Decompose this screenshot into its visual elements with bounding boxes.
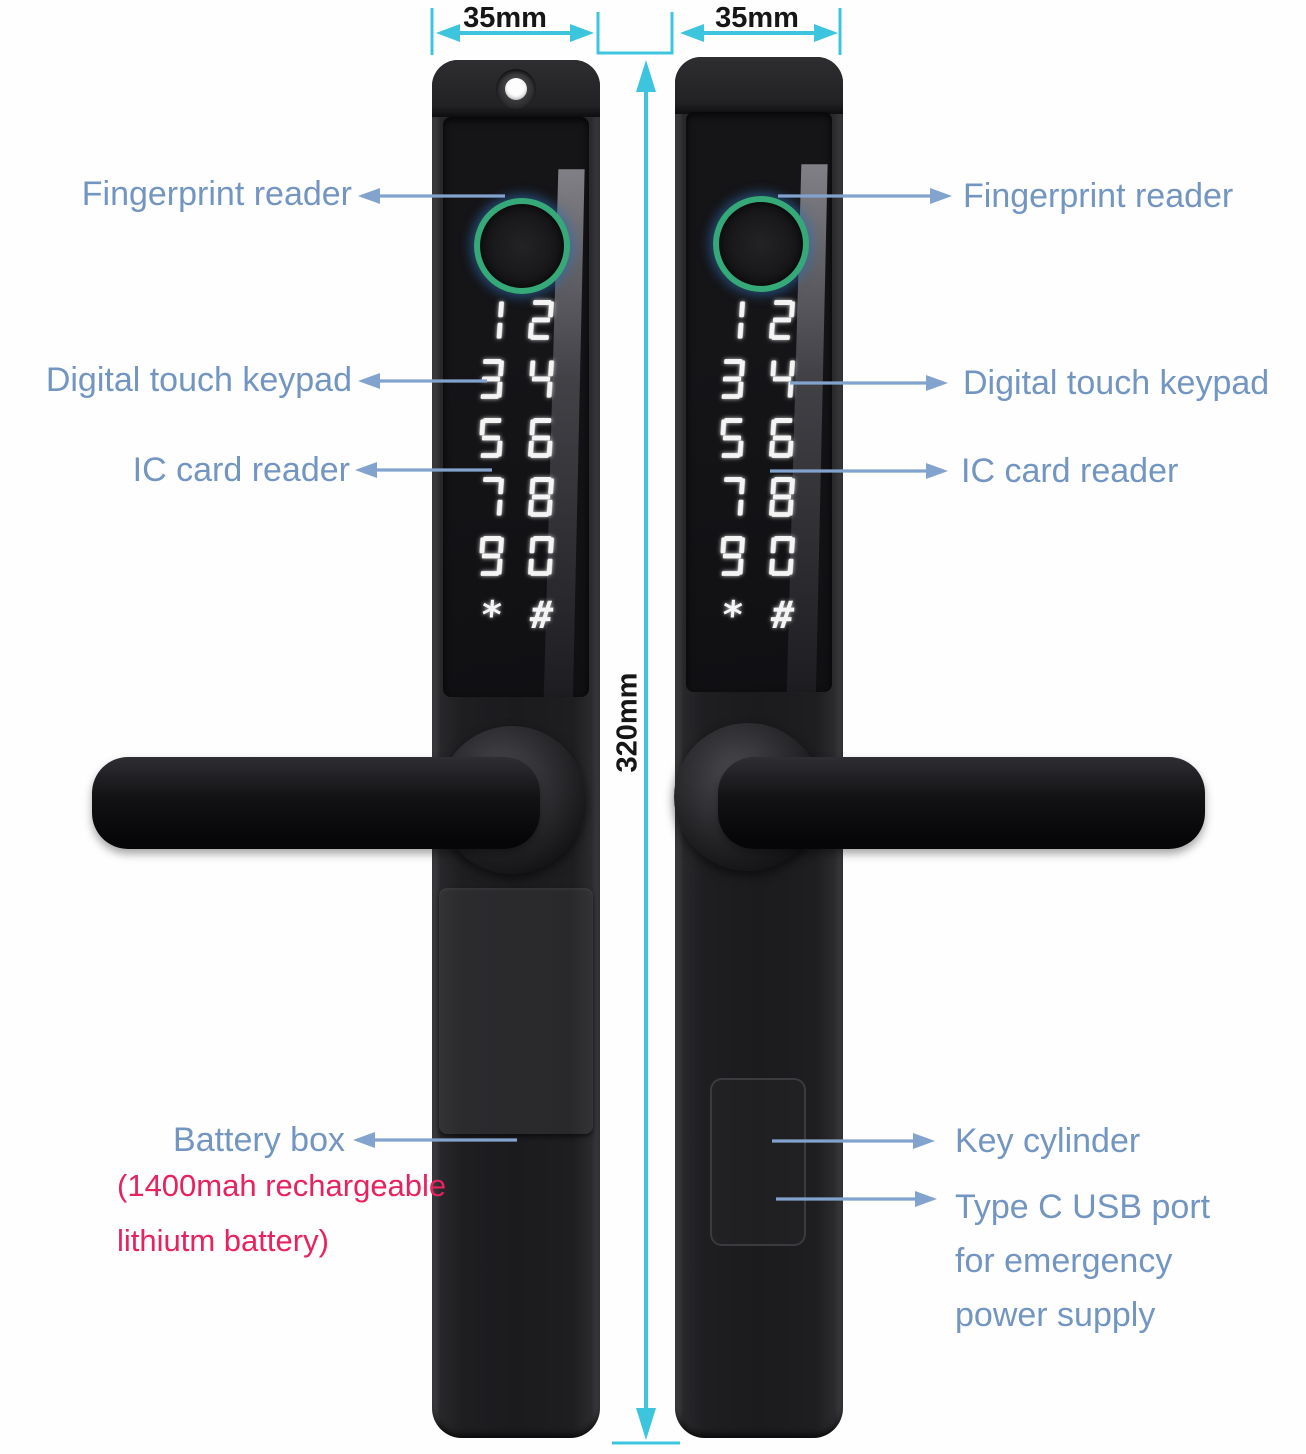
label-digital-touch-keypad-left: Digital touch keypad (45, 361, 352, 399)
keypad-key-2 (768, 300, 796, 340)
keypad-key-1 (737, 301, 746, 339)
right-lock-glass-panel: *# (686, 112, 832, 692)
label-battery-note-line2: lithiutm battery) (117, 1223, 329, 1258)
left-door-handle (92, 757, 540, 849)
fingerprint-sensor-icon (474, 198, 570, 294)
label-key-cylinder: Key cylinder (955, 1122, 1141, 1160)
right-door-handle (718, 757, 1205, 849)
keypad-key-5 (720, 418, 744, 458)
keypad-key-9 (479, 536, 505, 576)
right-keypad: *# (707, 300, 807, 637)
label-battery-note-line1: (1400mah rechargeable (117, 1168, 447, 1203)
mounting-hole-center (505, 78, 527, 100)
label-fingerprint-reader-left: Fingerprint reader (81, 175, 352, 213)
keypad-key-star: * (478, 593, 504, 637)
dimension-label-height: 320mm (611, 672, 644, 773)
key-cylinder-plate (710, 1078, 806, 1246)
keypad-key-1 (496, 301, 505, 339)
keypad-key-hash: # (528, 593, 554, 637)
keypad-key-6 (527, 418, 553, 458)
label-ic-card-reader-right: IC card reader (961, 452, 1179, 490)
keypad-key-3 (721, 359, 746, 399)
keypad-key-7 (724, 477, 746, 516)
label-digital-touch-keypad-right: Digital touch keypad (963, 364, 1270, 402)
keypad-key-0 (527, 536, 555, 576)
label-battery-box: Battery box (173, 1121, 345, 1159)
keypad-key-7 (483, 477, 505, 516)
keypad-key-3 (480, 359, 505, 399)
label-usb-line3: power supply (955, 1296, 1156, 1334)
dimension-label-left-width: 35mm (463, 2, 547, 34)
label-fingerprint-reader-right: Fingerprint reader (963, 177, 1234, 215)
keypad-key-9 (720, 536, 746, 576)
keypad-key-4 (529, 360, 555, 398)
label-ic-card-reader-left: IC card reader (132, 451, 350, 489)
left-lock-panel: *# (432, 60, 600, 1438)
keypad-key-star: * (719, 593, 745, 637)
label-usb-line1: Type C USB port (955, 1188, 1211, 1226)
keypad-key-8 (768, 477, 796, 517)
left-keypad: *# (466, 300, 566, 637)
left-lock-glass-panel: *# (443, 117, 589, 697)
keypad-key-4 (770, 360, 796, 398)
fingerprint-sensor-icon (713, 196, 809, 292)
keypad-key-8 (527, 477, 555, 517)
keypad-key-2 (527, 300, 555, 340)
keypad-key-6 (768, 418, 794, 458)
right-lock-top-cap (675, 57, 843, 114)
keypad-key-hash: # (769, 593, 795, 637)
label-usb-port: Type C USB port for emergency power supp… (955, 1180, 1210, 1342)
right-lock-panel: *# (675, 57, 843, 1438)
label-usb-line2: for emergency (955, 1242, 1173, 1280)
keypad-key-5 (479, 418, 503, 458)
battery-box-panel (439, 888, 593, 1134)
dimension-label-right-width: 35mm (715, 2, 799, 34)
mounting-hole-icon (496, 69, 536, 109)
keypad-key-0 (768, 536, 796, 576)
